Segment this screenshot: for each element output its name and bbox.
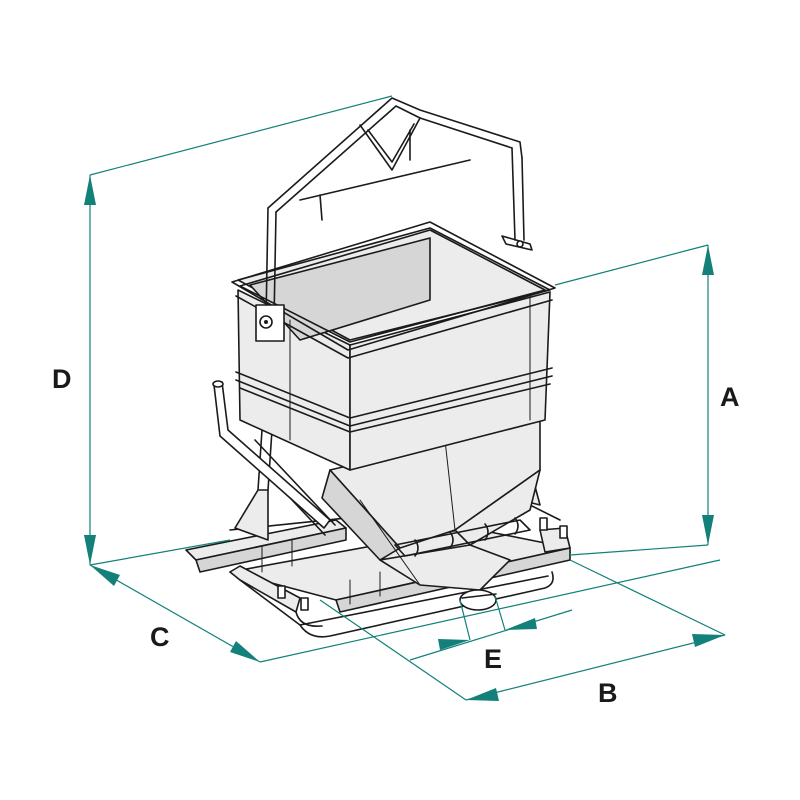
dimension-d (84, 95, 393, 565)
hopper-body (321, 419, 541, 611)
dimension-label-b: B (598, 678, 618, 708)
dimension-label-c: C (150, 622, 170, 652)
dimension-lines (84, 95, 726, 701)
lifting-bail (255, 97, 533, 342)
dimension-label-group: D A C B E (52, 364, 740, 708)
concrete-skip-drawing (185, 97, 571, 638)
dimension-a (554, 244, 714, 556)
bin-body (231, 221, 556, 471)
discharge-lever (212, 380, 331, 529)
dimension-c (89, 539, 721, 663)
dimension-e (409, 595, 573, 661)
dimension-label-e: E (484, 644, 502, 674)
dimension-label-d: D (52, 364, 72, 394)
dimension-b (319, 559, 726, 701)
dimension-label-a: A (720, 382, 740, 412)
